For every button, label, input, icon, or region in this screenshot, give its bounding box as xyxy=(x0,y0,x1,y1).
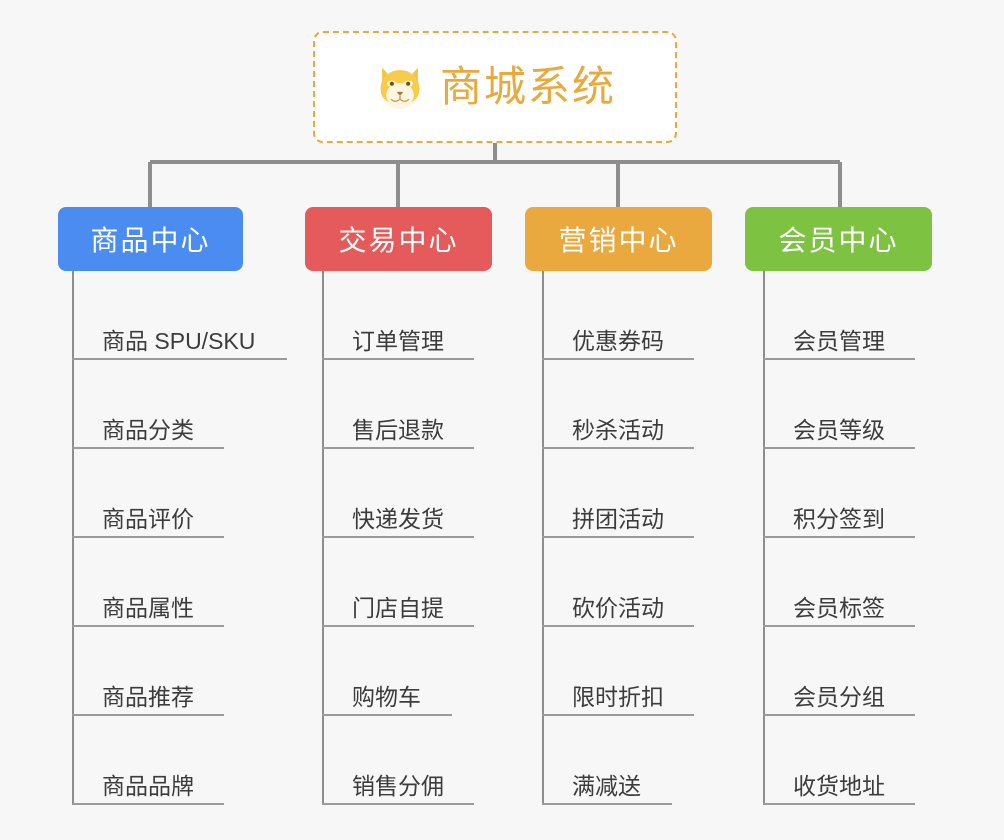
leaf-label: 订单管理 xyxy=(352,327,444,354)
category-header-label: 会员中心 xyxy=(778,225,899,256)
category-header-product[interactable]: 商品中心 xyxy=(58,207,243,271)
list-item[interactable]: 商品 SPU/SKU xyxy=(72,271,287,360)
list-item[interactable]: 商品评价 xyxy=(72,449,243,538)
category-header-label: 商品中心 xyxy=(90,225,211,256)
leaf-label: 售后退款 xyxy=(352,416,444,443)
list-item[interactable]: 优惠券码 xyxy=(542,271,712,360)
category-column-product: 商品中心 商品 SPU/SKU 商品分类 商品评价 商品属性 商品推荐 商品品牌 xyxy=(58,207,287,805)
list-item[interactable]: 会员标签 xyxy=(763,538,932,627)
list-item[interactable]: 门店自提 xyxy=(322,538,492,627)
list-item[interactable]: 商品推荐 xyxy=(72,627,243,716)
list-item[interactable]: 销售分佣 xyxy=(322,716,492,805)
list-item[interactable]: 秒杀活动 xyxy=(542,360,712,449)
list-item[interactable]: 拼团活动 xyxy=(542,449,712,538)
leaf-label: 会员等级 xyxy=(793,416,885,443)
category-column-marketing: 营销中心 优惠券码 秒杀活动 拼团活动 砍价活动 限时折扣 满减送 xyxy=(525,207,712,805)
leaf-label: 购物车 xyxy=(352,683,421,710)
leaf-label: 商品属性 xyxy=(102,594,194,621)
category-column-member: 会员中心 会员管理 会员等级 积分签到 会员标签 会员分组 收货地址 xyxy=(745,207,932,805)
leaf-label: 砍价活动 xyxy=(572,594,664,621)
list-item[interactable]: 会员分组 xyxy=(763,627,932,716)
leaf-label: 商品分类 xyxy=(102,416,194,443)
list-item[interactable]: 收货地址 xyxy=(763,716,932,805)
list-item[interactable]: 商品属性 xyxy=(72,538,243,627)
category-header-trade[interactable]: 交易中心 xyxy=(305,207,492,271)
category-header-marketing[interactable]: 营销中心 xyxy=(525,207,712,271)
leaf-label: 商品 SPU/SKU xyxy=(102,327,256,354)
list-item[interactable]: 售后退款 xyxy=(322,360,492,449)
list-item[interactable]: 满减送 xyxy=(542,716,712,805)
leaf-label: 会员分组 xyxy=(793,683,885,710)
leaf-list-marketing: 优惠券码 秒杀活动 拼团活动 砍价活动 限时折扣 满减送 xyxy=(542,271,712,805)
leaf-label: 积分签到 xyxy=(793,505,885,532)
leaf-label: 限时折扣 xyxy=(572,683,664,710)
list-item[interactable]: 会员管理 xyxy=(763,271,932,360)
category-header-label: 交易中心 xyxy=(338,225,459,256)
leaf-label: 收货地址 xyxy=(793,772,885,799)
leaf-list-product: 商品 SPU/SKU 商品分类 商品评价 商品属性 商品推荐 商品品牌 xyxy=(72,271,287,805)
root-node[interactable]: 商城系统 xyxy=(313,31,677,143)
leaf-list-member: 会员管理 会员等级 积分签到 会员标签 会员分组 收货地址 xyxy=(763,271,932,805)
leaf-label: 满减送 xyxy=(572,772,641,799)
list-item[interactable]: 砍价活动 xyxy=(542,538,712,627)
leaf-label: 商品评价 xyxy=(102,505,194,532)
leaf-label: 秒杀活动 xyxy=(572,416,664,443)
category-header-member[interactable]: 会员中心 xyxy=(745,207,932,271)
leaf-label: 门店自提 xyxy=(352,594,444,621)
shiba-dog-emoji xyxy=(380,67,420,109)
list-item[interactable]: 订单管理 xyxy=(322,271,492,360)
leaf-label: 商品推荐 xyxy=(102,683,194,710)
list-item[interactable]: 商品分类 xyxy=(72,360,243,449)
leaf-label: 商品品牌 xyxy=(102,772,194,799)
leaf-list-trade: 订单管理 售后退款 快递发货 门店自提 购物车 销售分佣 xyxy=(322,271,492,805)
list-item[interactable]: 会员等级 xyxy=(763,360,932,449)
list-item[interactable]: 商品品牌 xyxy=(72,716,243,805)
list-item[interactable]: 快递发货 xyxy=(322,449,492,538)
leaf-label: 快递发货 xyxy=(352,505,444,532)
leaf-label: 会员管理 xyxy=(793,327,885,354)
root-title: 商城系统 xyxy=(439,63,616,110)
leaf-label: 销售分佣 xyxy=(352,772,444,799)
list-item[interactable]: 购物车 xyxy=(322,627,492,716)
leaf-label: 优惠券码 xyxy=(572,327,664,354)
category-column-trade: 交易中心 订单管理 售后退款 快递发货 门店自提 购物车 销售分佣 xyxy=(305,207,492,805)
list-item[interactable]: 限时折扣 xyxy=(542,627,712,716)
leaf-label: 拼团活动 xyxy=(572,505,664,532)
leaf-label: 会员标签 xyxy=(793,594,885,621)
list-item[interactable]: 积分签到 xyxy=(763,449,932,538)
category-header-label: 营销中心 xyxy=(558,225,679,256)
